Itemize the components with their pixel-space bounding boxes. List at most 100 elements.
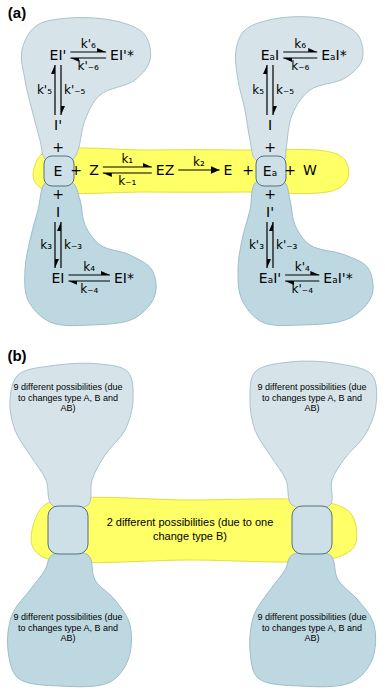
reaction-arrow — [103, 172, 152, 173]
species: I' — [264, 204, 276, 220]
reaction-arrow — [54, 65, 55, 115]
plus-sign: + — [52, 187, 64, 201]
region-blob — [25, 179, 156, 326]
node-text: EₐI' — [259, 271, 281, 285]
species: I — [54, 204, 62, 220]
node-text: E — [54, 164, 63, 178]
reaction-arrow — [272, 65, 273, 115]
region-blob — [238, 179, 373, 326]
reaction-arrow — [60, 222, 61, 268]
species: Eₐ — [261, 163, 279, 179]
reaction-arrow — [285, 274, 319, 275]
reaction-arrow — [60, 65, 61, 115]
reaction-arrow — [178, 169, 219, 170]
rate-constant: k₂ — [193, 156, 205, 168]
node-text: I — [268, 118, 272, 132]
rate-constant: k₄ — [83, 261, 95, 273]
species: I — [266, 117, 274, 133]
reaction-band — [33, 148, 349, 194]
region-blob — [10, 363, 133, 509]
node-text: E — [224, 163, 233, 177]
rate-constant: k'₆ — [81, 38, 96, 50]
region-blob — [21, 18, 150, 163]
node-text: 9 different possibilities (due to change… — [256, 612, 368, 644]
reaction-arrow — [54, 222, 55, 268]
plus-sign: + — [70, 163, 82, 177]
reaction-band — [31, 497, 357, 562]
species: EI'* — [108, 47, 136, 63]
node-text: Eₐ — [263, 164, 277, 178]
species: Z — [87, 162, 101, 178]
region-blob — [235, 17, 363, 163]
plus-sign: + — [242, 163, 254, 177]
species: EₐI — [259, 47, 281, 63]
junction-box — [292, 506, 332, 554]
rate-constant: k₅ — [252, 84, 264, 96]
reaction-arrow — [283, 51, 317, 52]
reaction-arrow — [70, 51, 106, 52]
plus-sign: + — [52, 140, 64, 154]
node-text: EI'* — [110, 48, 134, 62]
rate-constant: k₋₁ — [118, 175, 136, 187]
reaction-arrow — [103, 166, 152, 167]
species: EₐI* — [319, 47, 348, 63]
species: I' — [52, 117, 64, 133]
rate-constant: k₃ — [40, 239, 52, 251]
node-text: 2 different possibilities (due to one ch… — [103, 516, 278, 544]
junction-box — [48, 506, 88, 554]
reaction-arrow — [68, 280, 110, 281]
reaction-arrow — [266, 222, 267, 268]
reaction-arrow — [68, 274, 110, 275]
node-text: 9 different possibilities (due to change… — [12, 382, 124, 414]
node-text: EZ — [156, 163, 174, 177]
node-text: 9 different possibilities (due to change… — [256, 382, 368, 414]
rate-constant: k₁ — [121, 153, 133, 165]
node-text: EₐI* — [321, 48, 346, 62]
reaction-arrow — [70, 57, 106, 58]
node-text: Z — [89, 163, 99, 177]
reaction-arrow — [283, 57, 317, 58]
region-note: 9 different possibilities (due to change… — [256, 612, 368, 644]
node-text: EₐI — [261, 48, 279, 62]
node-text: I' — [54, 118, 62, 132]
species: EI' — [48, 47, 69, 63]
region-note: 9 different possibilities (due to change… — [12, 612, 124, 644]
species: E — [52, 163, 65, 179]
rate-constant: k₋₃ — [64, 239, 82, 251]
rate-constant: k₋₄ — [80, 283, 98, 295]
rate-constant: k'₋₅ — [64, 84, 85, 96]
junction-box — [256, 156, 286, 186]
node-text: EI' — [50, 48, 67, 62]
species: EZ — [154, 162, 176, 178]
rate-constant: k₋₆ — [291, 60, 309, 72]
plus-sign: + — [284, 163, 296, 177]
region-blob — [250, 361, 377, 509]
node-text: I — [56, 205, 60, 219]
rate-constant: k'₋₄ — [292, 283, 313, 295]
band-note: 2 different possibilities (due to one ch… — [103, 516, 278, 544]
reaction-arrow — [285, 280, 319, 281]
panel-letter: (a) — [8, 5, 26, 20]
reaction-arrow — [266, 65, 267, 115]
species: W — [301, 162, 319, 178]
node-text: EI* — [114, 271, 134, 285]
rate-constant: k'₃ — [249, 239, 264, 251]
rate-constant: k₆ — [294, 38, 306, 50]
region-blob — [8, 551, 132, 686]
rate-constant: k'₋₆ — [78, 60, 99, 72]
panel-letter: (b) — [7, 348, 26, 363]
species: EI — [50, 270, 67, 286]
region-note: 9 different possibilities (due to change… — [256, 382, 368, 414]
species: EₐI' — [257, 270, 283, 286]
species: EI* — [112, 270, 136, 286]
plus-sign: + — [264, 140, 276, 154]
rate-constant: k'₄ — [295, 261, 310, 273]
junction-box — [44, 156, 74, 186]
rate-constant: k'₅ — [37, 84, 52, 96]
node-text: EI — [52, 271, 65, 285]
region-note: 9 different possibilities (due to change… — [12, 382, 124, 414]
node-text: I' — [266, 205, 274, 219]
